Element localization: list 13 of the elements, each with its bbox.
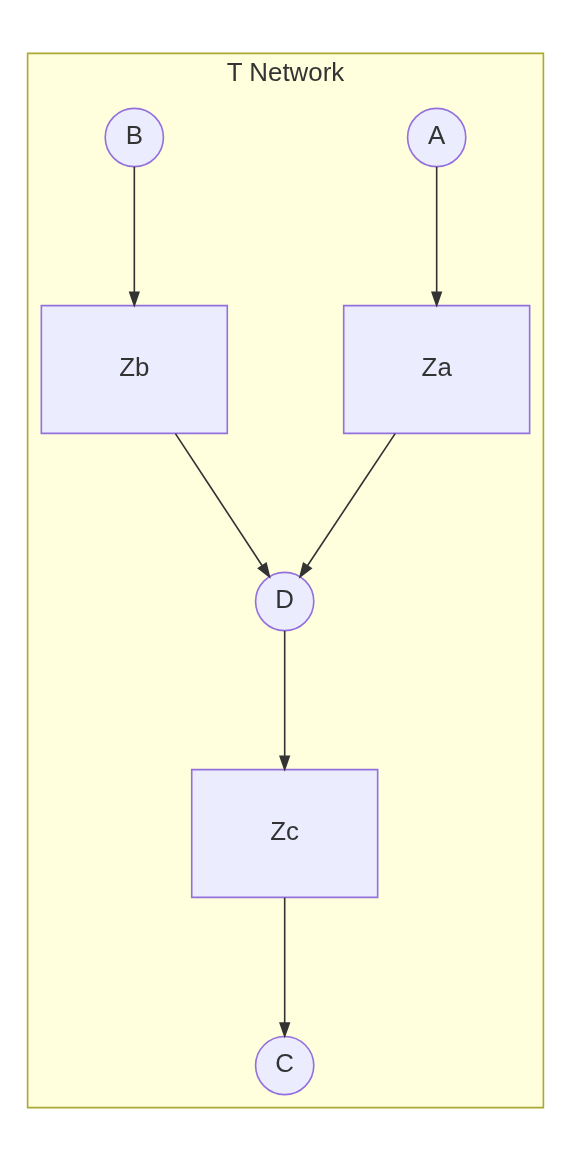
node-box: Zb [40, 304, 229, 434]
arrow [279, 896, 291, 1039]
node-circle: A [406, 107, 467, 167]
node-circle: C [254, 1035, 315, 1095]
arrow [174, 432, 271, 579]
node-box: Za [342, 304, 531, 434]
arrow [298, 432, 396, 579]
node-circle: D [254, 571, 315, 631]
arrow [279, 629, 291, 772]
node-circle: B [104, 107, 165, 167]
node-box: Zc [190, 768, 379, 898]
arrow [128, 165, 140, 308]
arrow [431, 165, 443, 308]
